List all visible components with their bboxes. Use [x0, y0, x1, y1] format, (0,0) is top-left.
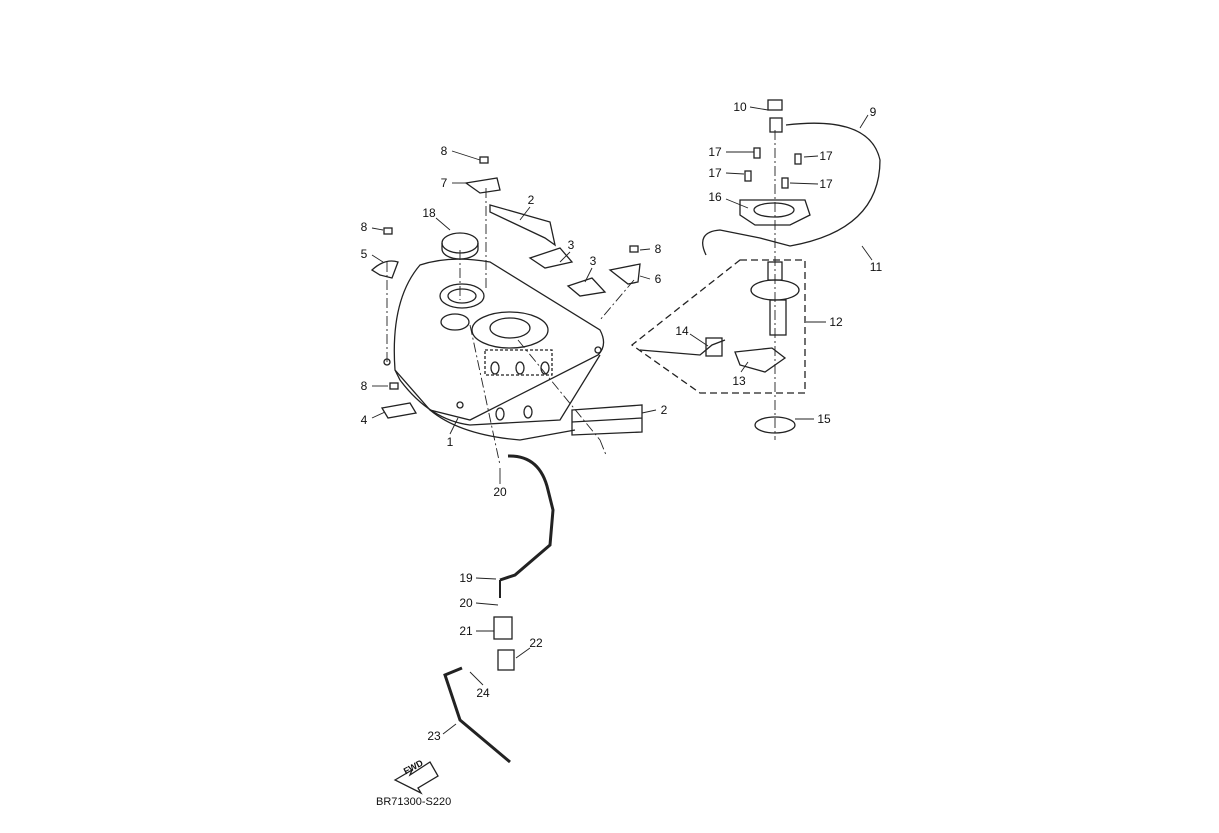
callout-12: 12: [829, 315, 843, 329]
bracket-4: [380, 402, 418, 419]
callout-8: 8: [654, 242, 662, 256]
bracket-6: [608, 263, 641, 285]
callout-6: 6: [654, 272, 662, 286]
callout-10: 10: [733, 100, 747, 114]
callout-20: 20: [493, 485, 507, 499]
callout-17: 17: [708, 145, 722, 159]
callout-1: 1: [446, 435, 454, 449]
callout-22: 22: [529, 636, 543, 650]
holder-22: [497, 649, 515, 671]
callout-3: 3: [567, 238, 575, 252]
callout-15: 15: [817, 412, 831, 426]
callout-8: 8: [440, 144, 448, 158]
callout-21: 21: [459, 624, 473, 638]
cover-2-lower: [571, 404, 643, 436]
pad-3-left: [528, 247, 574, 269]
callout-13: 13: [732, 374, 746, 388]
callout-20: 20: [459, 596, 473, 610]
tank-cap: [441, 232, 479, 260]
pad-3-right: [566, 277, 607, 297]
callout-3: 3: [589, 254, 597, 268]
callout-18: 18: [422, 206, 436, 220]
callout-8: 8: [360, 220, 368, 234]
callout-14: 14: [675, 324, 689, 338]
cover-2-upper: [489, 204, 556, 247]
callout-23: 23: [427, 729, 441, 743]
hose-23: [443, 666, 511, 764]
filter-21: [493, 616, 513, 640]
diagram-code: BR71300-S220: [376, 796, 452, 808]
callout-17: 17: [819, 149, 833, 163]
bracket-5: [370, 260, 399, 279]
callout-24: 24: [476, 686, 490, 700]
callout-11: 11: [869, 260, 883, 274]
callout-9: 9: [869, 105, 877, 119]
callout-19: 19: [459, 571, 473, 585]
fuel-tank: [383, 258, 605, 441]
callout-8: 8: [360, 379, 368, 393]
callout-5: 5: [360, 247, 368, 261]
callout-4: 4: [360, 413, 368, 427]
callout-2: 2: [660, 403, 668, 417]
callout-2: 2: [527, 193, 535, 207]
callout-16: 16: [708, 190, 722, 204]
callout-17: 17: [708, 166, 722, 180]
fuel-pump-assembly: [630, 99, 881, 434]
fwd-arrow-icon: [393, 761, 439, 795]
callout-17: 17: [819, 177, 833, 191]
bracket-7: [464, 177, 501, 194]
callout-7: 7: [440, 176, 448, 190]
hose-19: [499, 454, 555, 582]
